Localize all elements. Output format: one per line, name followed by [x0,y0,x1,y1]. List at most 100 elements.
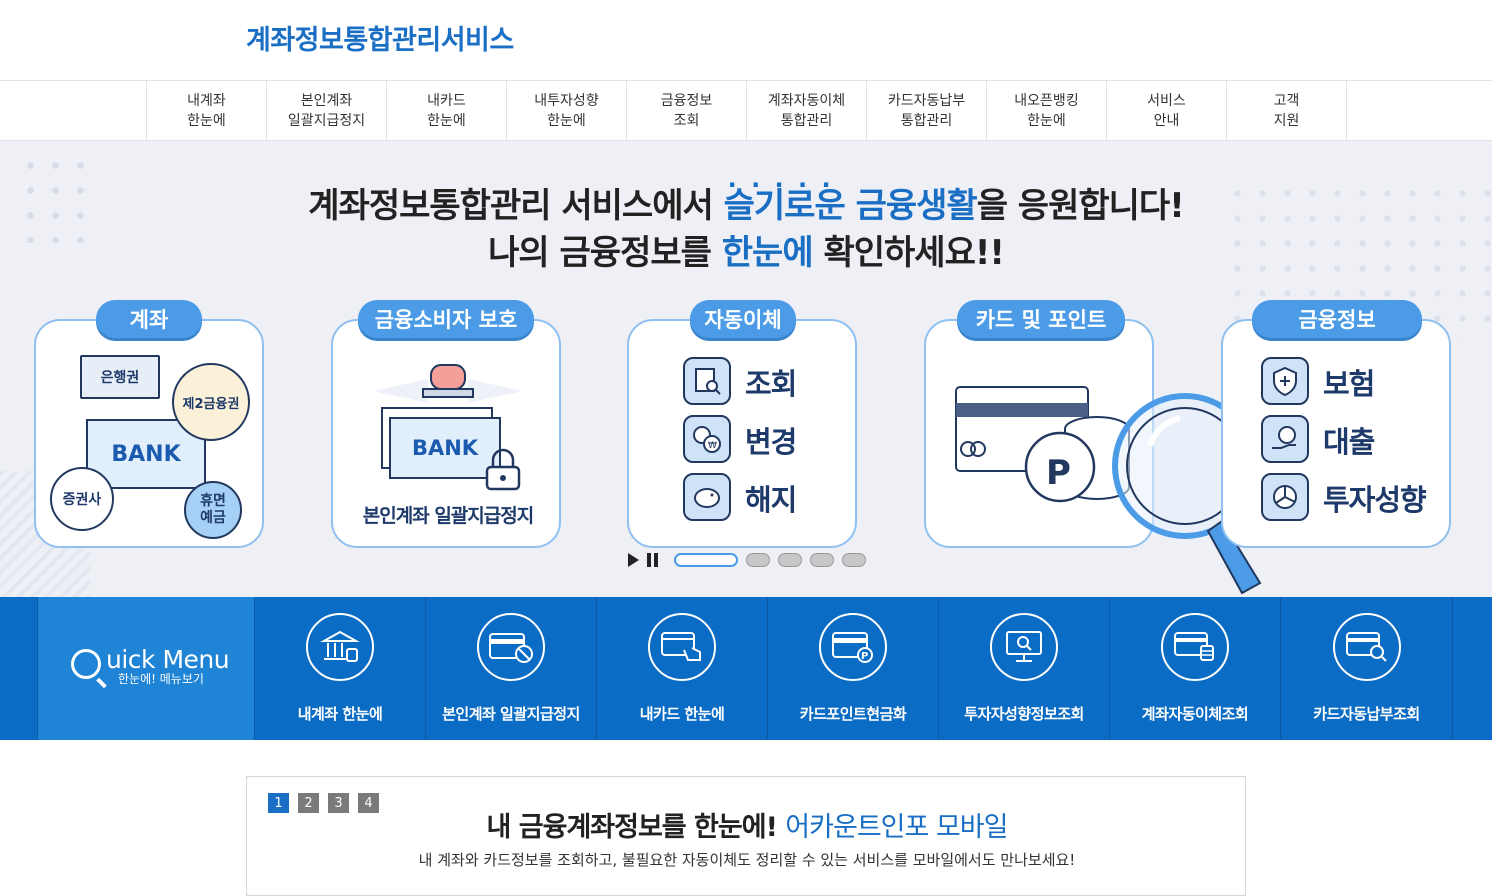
row-label: 변경 [745,425,797,459]
nav-label: 일괄지급정지 [287,113,366,129]
card-caption: 본인계좌 일괄지급정지 [362,505,534,527]
nav-label: 본인계좌 [300,93,353,109]
nav-label: 내카드 [427,93,466,109]
card-point-icon: P [819,613,887,681]
nav-label: 금융정보 [660,93,713,109]
banner-headline: 계좌정보통합관리 서비스에서 슬기로운 금융생활을 응원합니다! 나의 금융정보… [0,183,1492,277]
card-tag: 금융정보 [1252,300,1422,338]
slide-pager [628,550,866,570]
magnifier-icon [1112,393,1262,595]
card-coins-icon [1161,613,1229,681]
quick-item-label: 카드포인트현금화 [799,705,907,723]
bubble-securities: 증권사 [50,467,114,531]
svg-text:₩: ₩ [708,441,717,451]
quick-item-card-points[interactable]: P 카드포인트현금화 [768,597,939,740]
card-tag-label: 계좌 [129,308,169,332]
card-finance-info[interactable]: 보험 대출 투자성향 [1221,319,1451,548]
headline-highlight: 한눈에 [721,233,814,273]
slide-dot[interactable] [842,553,866,567]
page-button-2[interactable]: 2 [298,793,319,813]
quick-item-my-card[interactable]: 내카드 한눈에 [597,597,768,740]
bubble-label: 예금 [200,510,226,526]
point-letter: P [1046,453,1071,493]
promo-title: 내 금융계좌정보를 한눈에! 어카운트인포 모바일 [247,805,1247,844]
quick-item-my-account[interactable]: 내계좌 한눈에 [255,597,426,740]
nav-label: 한눈에 [427,113,466,129]
quick-item-label: 카드자동납부조회 [1313,705,1420,723]
shield-icon [1261,357,1309,405]
nav-label: 내투자성향 [534,93,599,109]
headline-highlight: 슬기로운 금융생활 [724,186,978,226]
headline-text: 확인하세요!! [812,233,1004,273]
nav-label: 계좌자동이체 [767,93,846,109]
card-auto-transfer[interactable]: 조회 ₩ 변경 해지 [627,319,857,548]
play-icon[interactable] [628,553,639,567]
slide-dot[interactable] [746,553,770,567]
card-block-icon [477,613,545,681]
slide-dot-active[interactable] [674,553,738,567]
headline-text: 나의 금융정보를 [488,233,722,273]
promo-title-text: 내 금융계좌정보를 한눈에! [486,812,786,843]
card-card-points[interactable]: P [924,319,1154,548]
nav-label: 내계좌 [187,93,226,109]
card-hand-icon [648,613,716,681]
quick-item-label: 내계좌 한눈에 [297,705,383,723]
bank-label: BANK [111,441,181,467]
nav-label: 서비스 [1147,93,1186,109]
nav-label: 한눈에 [547,113,586,129]
row-label: 조회 [745,367,797,401]
quick-item-card-autopay[interactable]: 카드자동납부조회 [1281,597,1453,740]
promo-pager: 1 2 3 4 [268,793,379,813]
quick-menu-title: uick Menu [106,645,230,674]
headline-text: 계좌정보통합관리 서비스에서 [308,186,724,226]
slide-dot[interactable] [810,553,834,567]
quick-item-label: 내카드 한눈에 [639,705,725,723]
nav-label: 한눈에 [1027,113,1066,129]
card-tag: 카드 및 포인트 [957,300,1125,338]
bubble-2nd-finance: 제2금융권 [172,363,250,441]
pause-icon[interactable] [647,553,658,567]
nav-label: 한눈에 [187,113,226,129]
page-button-1[interactable]: 1 [268,793,289,813]
bubble-bank: 은행권 [80,355,160,399]
card-consumer-protection[interactable]: BANK 본인계좌 일괄지급정지 [331,319,561,548]
nav-label: 지원 [1273,113,1300,129]
page-button-4[interactable]: 4 [358,793,379,813]
quick-item-label: 투자자성향정보조회 [964,705,1084,723]
bank-box: BANK [389,417,501,479]
quick-item-investment[interactable]: 투자자성향정보조회 [939,597,1110,740]
quick-menu: uick Menu 한눈에! 메뉴보기 내계좌 한눈에 본인계좌 일괄지급정지 … [0,597,1492,740]
site-logo[interactable]: 계좌정보통합관리서비스 [246,25,514,56]
slide-dot[interactable] [778,553,802,567]
monitor-search-icon [990,613,1058,681]
nav-label: 안내 [1153,113,1180,129]
row-label: 해지 [745,483,797,517]
quick-item-auto-transfer[interactable]: 계좌자동이체조회 [1110,597,1281,740]
card-tag-label: 카드 및 포인트 [975,308,1107,332]
promo-title-highlight[interactable]: 어카운트인포 모바일 [785,812,1008,843]
bubble-label: 증권사 [62,492,102,508]
dots-decoration [18,153,88,243]
nav-label: 통합관리 [780,113,833,129]
nav-label: 카드자동납부 [887,93,966,109]
svg-text:P: P [861,651,868,662]
card-tag-label: 금융정보 [1298,308,1376,332]
quick-item-payment-stop[interactable]: 본인계좌 일괄지급정지 [426,597,597,740]
bank-building-icon [306,613,374,681]
piggy-bank-icon [683,473,731,521]
page-button-3[interactable]: 3 [328,793,349,813]
